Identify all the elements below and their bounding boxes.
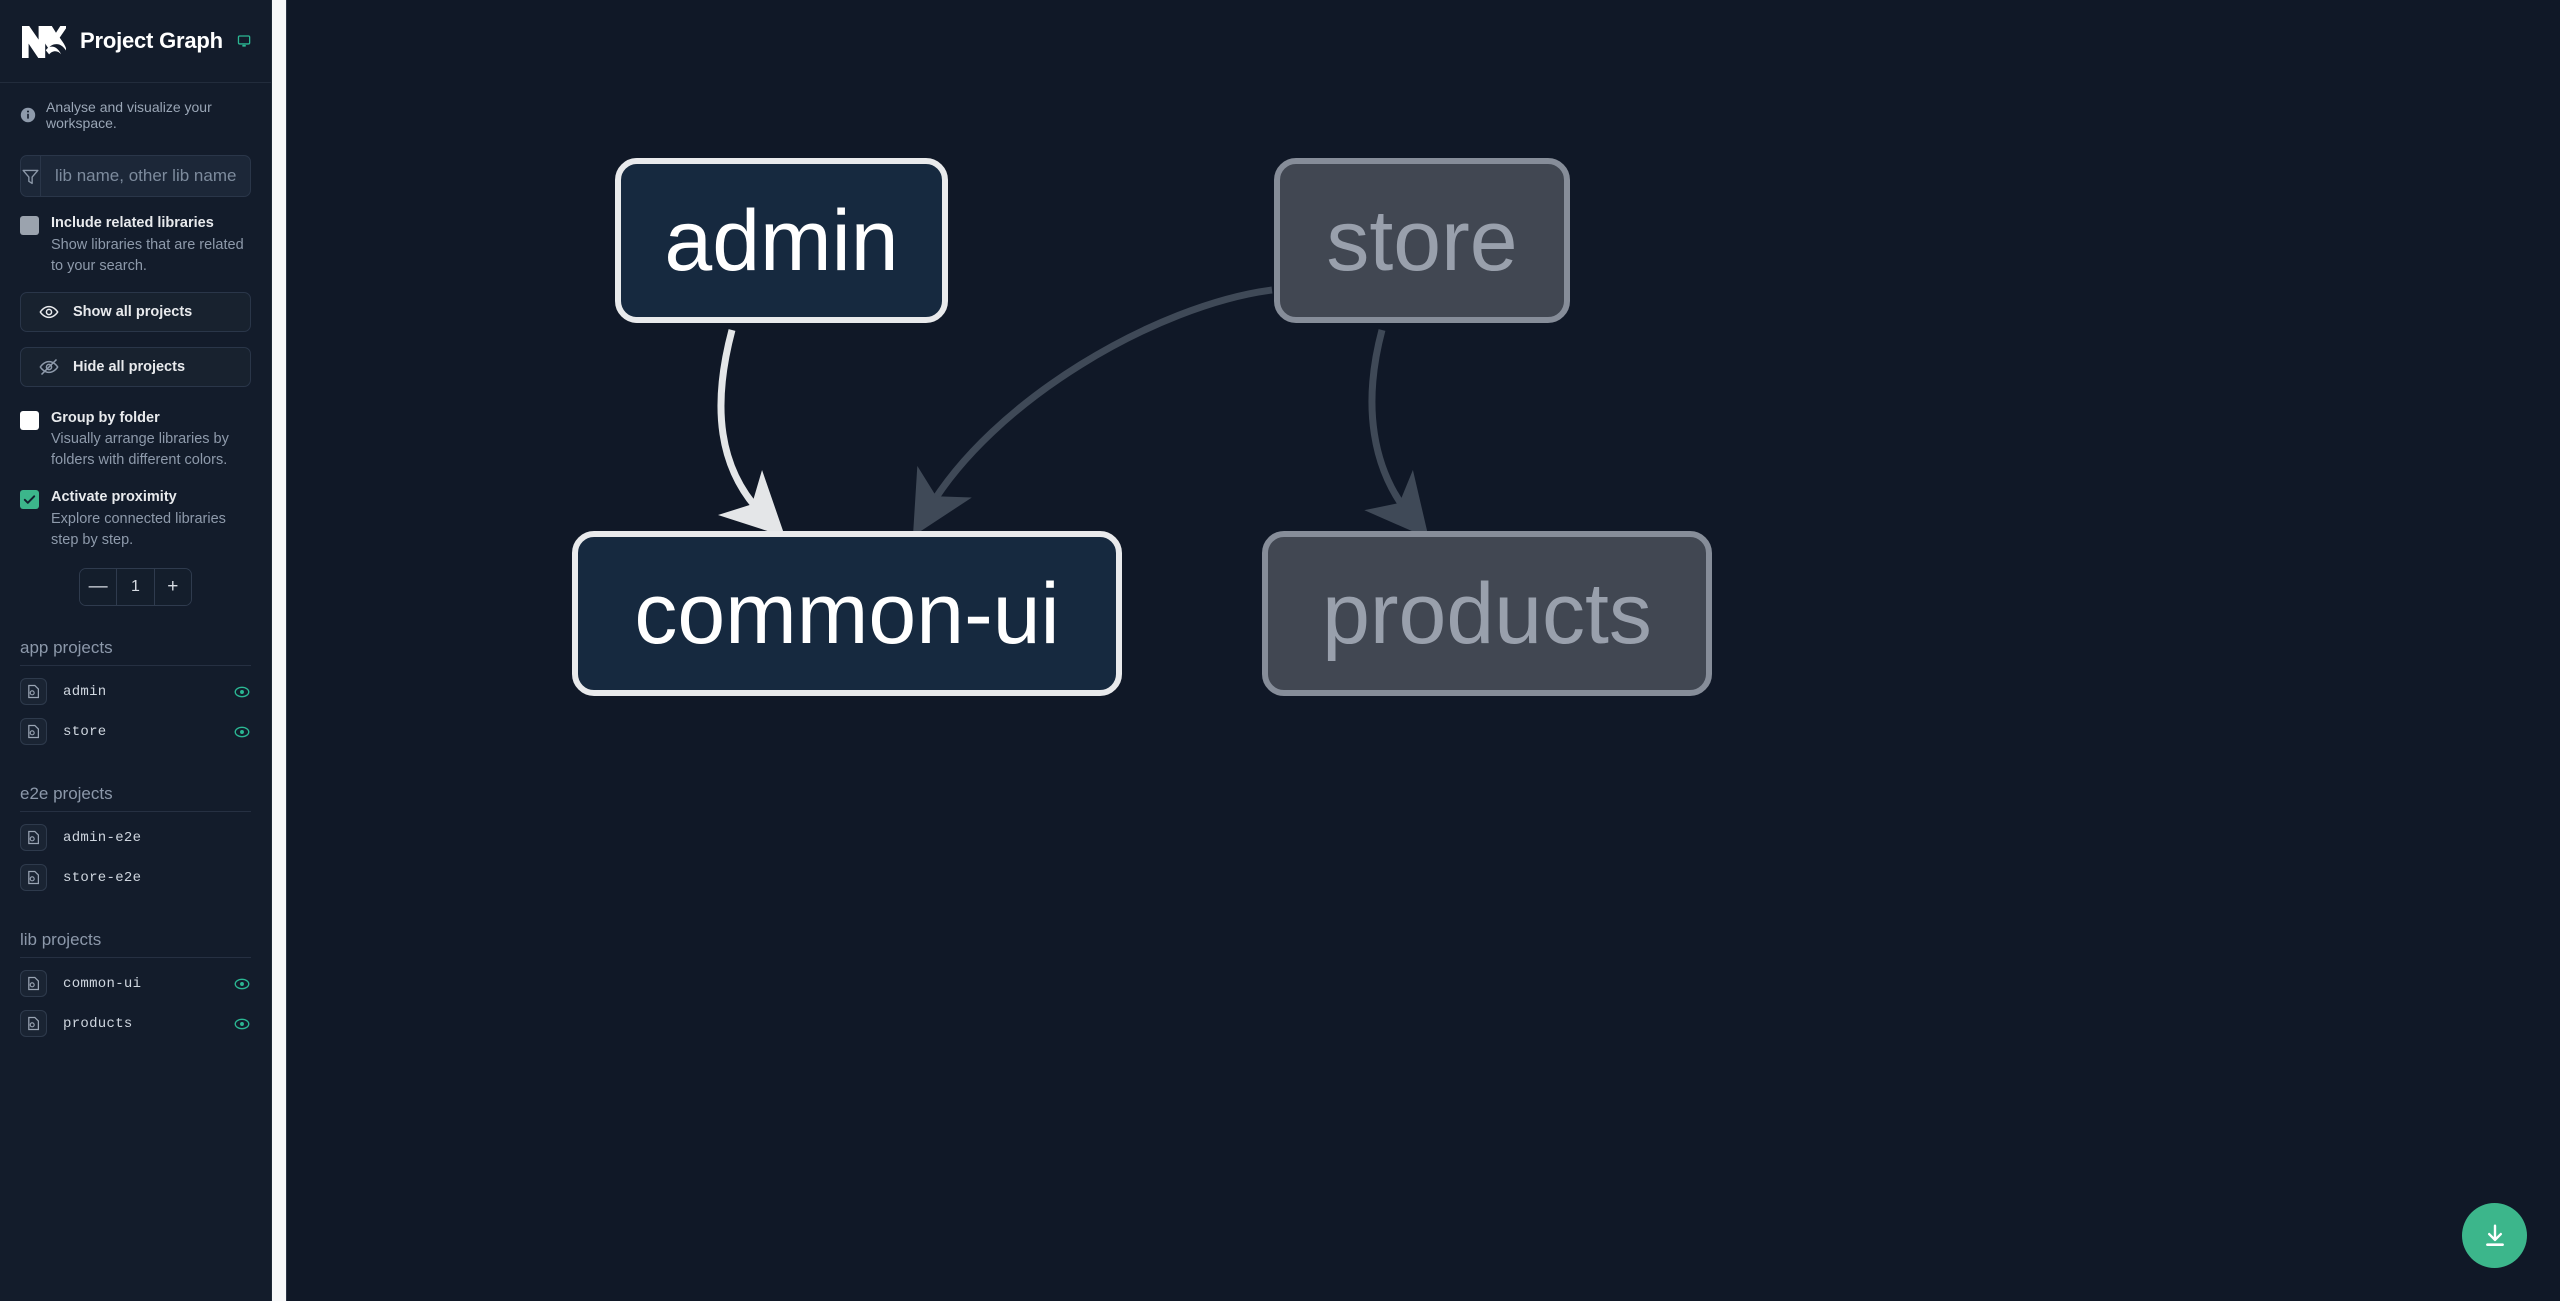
project-name: common-ui xyxy=(63,975,142,992)
group-app-projects: app projects admin xyxy=(0,638,271,752)
sidebar-description-text: Analyse and visualize your workspace. xyxy=(46,99,212,131)
hide-all-projects-button[interactable]: Hide all projects xyxy=(20,346,251,387)
project-row-store-e2e[interactable]: store-e2e xyxy=(20,858,251,898)
sidebar-controls: Include related libraries Show libraries… xyxy=(0,141,271,606)
hide-all-projects-label: Hide all projects xyxy=(73,358,186,375)
graph-node-admin-label: admin xyxy=(664,192,899,289)
group-by-folder-label: Group by folder xyxy=(51,409,160,426)
include-related-libraries-checkbox[interactable] xyxy=(20,216,39,235)
nx-logo-icon xyxy=(22,26,66,58)
graph-node-admin[interactable]: admin xyxy=(615,158,948,323)
proximity-value: 1 xyxy=(116,568,154,605)
project-file-icon xyxy=(20,1010,47,1038)
group-by-folder-checkbox[interactable] xyxy=(20,410,39,430)
eye-off-icon xyxy=(39,358,59,375)
graph-node-common-ui[interactable]: common-ui xyxy=(572,531,1122,696)
graph-node-store-label: store xyxy=(1326,192,1518,289)
page-title: Project Graph xyxy=(80,28,223,53)
info-icon xyxy=(20,107,36,123)
project-file-icon xyxy=(20,970,47,998)
search-row[interactable] xyxy=(20,155,251,197)
include-related-libraries-description: Show libraries that are related to your … xyxy=(51,236,244,274)
sidebar-resize-handle[interactable] xyxy=(272,0,287,1301)
project-name: products xyxy=(63,1015,133,1032)
project-name: store-e2e xyxy=(63,869,142,886)
graph-edges xyxy=(717,286,1429,539)
eye-icon xyxy=(39,305,59,318)
eye-icon[interactable] xyxy=(233,723,251,741)
project-file-icon-glyph xyxy=(28,977,39,991)
proximity-increment-button[interactable]: + xyxy=(153,568,191,605)
graph-node-products-label: products xyxy=(1322,565,1652,662)
filter-icon-wrap xyxy=(21,156,41,196)
project-row-admin[interactable]: admin xyxy=(20,672,251,712)
option-activate-proximity[interactable]: Activate proximity Explore connected lib… xyxy=(20,488,251,551)
project-file-icon xyxy=(20,824,47,852)
project-file-icon-glyph xyxy=(28,1017,39,1031)
proximity-decrement-button[interactable]: — xyxy=(80,568,117,605)
eye-icon[interactable] xyxy=(233,1015,251,1033)
project-file-icon-glyph xyxy=(28,725,39,739)
project-row-admin-e2e[interactable]: admin-e2e xyxy=(20,818,251,858)
graph-canvas[interactable]: admin store common-ui products xyxy=(287,0,2560,1301)
include-related-libraries-label: Include related libraries xyxy=(51,215,214,231)
project-file-icon-glyph xyxy=(28,831,39,845)
graph-node-store[interactable]: store xyxy=(1274,158,1570,323)
search-input[interactable] xyxy=(41,156,250,196)
group-lib-projects-title: lib projects xyxy=(20,930,251,958)
group-lib-projects: lib projects common-ui xyxy=(0,930,271,1044)
project-name: store xyxy=(63,723,107,740)
sidebar: Project Graph Analyse and visualize your… xyxy=(0,0,272,1301)
filter-icon xyxy=(22,169,39,184)
project-file-icon xyxy=(20,718,47,746)
project-row-products[interactable]: products xyxy=(20,1004,251,1044)
download-icon xyxy=(2485,1224,2504,1246)
edge-store-to-products xyxy=(1364,329,1429,539)
project-name: admin-e2e xyxy=(63,829,142,846)
activate-proximity-description: Explore connected libraries step by step… xyxy=(51,510,226,548)
project-file-icon-glyph xyxy=(28,685,39,699)
graph-node-common-ui-label: common-ui xyxy=(634,565,1060,662)
proximity-stepper[interactable]: — 1 + xyxy=(79,567,192,606)
project-file-icon xyxy=(20,864,47,892)
show-all-projects-label: Show all projects xyxy=(73,303,193,320)
project-row-common-ui[interactable]: common-ui xyxy=(20,964,251,1004)
download-graph-button[interactable] xyxy=(2462,1203,2527,1268)
sidebar-header: Project Graph xyxy=(0,0,271,83)
monitor-icon[interactable] xyxy=(237,30,251,52)
project-file-icon-glyph xyxy=(28,871,39,885)
edge-store-to-common-ui xyxy=(912,286,1273,537)
show-all-projects-button[interactable]: Show all projects xyxy=(20,291,251,332)
project-row-store[interactable]: store xyxy=(20,712,251,752)
group-by-folder-description: Visually arrange libraries by folders wi… xyxy=(51,431,229,469)
graph-node-products[interactable]: products xyxy=(1262,531,1712,696)
edge-admin-to-common-ui xyxy=(717,329,785,537)
group-app-projects-title: app projects xyxy=(20,638,251,666)
group-e2e-projects-title: e2e projects xyxy=(20,784,251,812)
sidebar-description: Analyse and visualize your workspace. xyxy=(0,83,271,141)
activate-proximity-checkbox[interactable] xyxy=(20,490,39,510)
project-name: admin xyxy=(63,683,107,700)
option-group-by-folder[interactable]: Group by folder Visually arrange librari… xyxy=(20,409,251,472)
group-e2e-projects: e2e projects admin-e2e store- xyxy=(0,784,271,898)
eye-icon[interactable] xyxy=(233,683,251,701)
eye-icon[interactable] xyxy=(233,975,251,993)
project-file-icon xyxy=(20,678,47,706)
check-icon xyxy=(23,495,36,504)
option-include-related-libraries[interactable]: Include related libraries Show libraries… xyxy=(20,214,251,277)
activate-proximity-label: Activate proximity xyxy=(51,489,177,506)
